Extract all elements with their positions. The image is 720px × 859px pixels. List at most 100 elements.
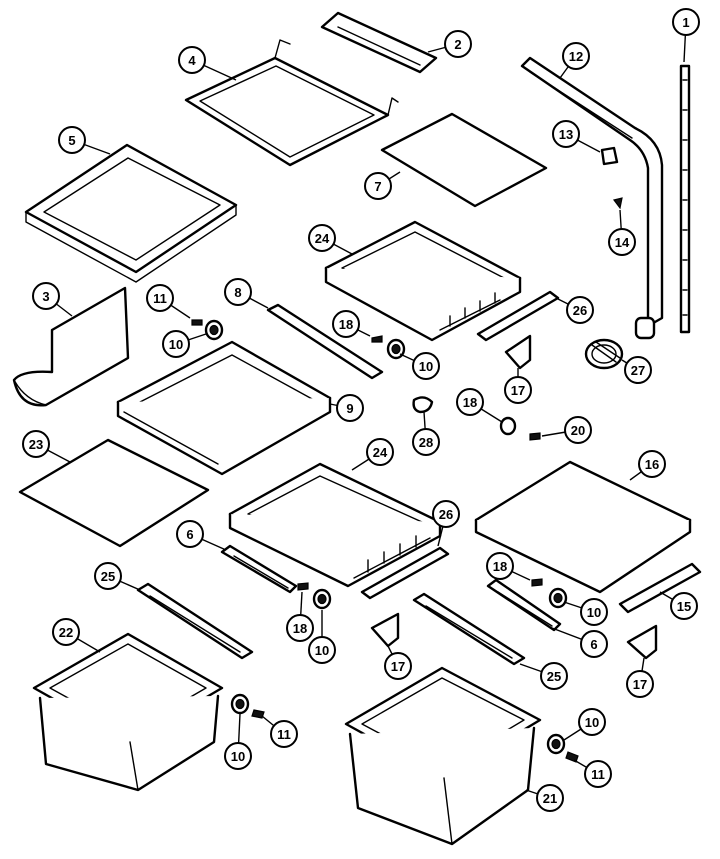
callout-circle — [336, 394, 364, 422]
part-18a — [371, 335, 383, 343]
callout-number: 10 — [585, 715, 599, 730]
part-1 — [679, 64, 691, 334]
part-17b — [370, 612, 400, 648]
callout-27: 27 — [621, 356, 652, 384]
callout-circle — [580, 630, 608, 658]
callout-24: 24 — [308, 224, 353, 255]
callout-12: 12 — [559, 42, 590, 79]
part-4 — [184, 39, 399, 167]
callout-circle — [384, 652, 412, 680]
callout-number: 18 — [293, 621, 307, 636]
callout-number: 25 — [547, 669, 561, 684]
callout-circle — [564, 416, 592, 444]
callout-circle — [536, 784, 564, 812]
callout-circle — [672, 8, 700, 36]
part-8 — [266, 303, 384, 380]
part-11b — [251, 709, 265, 719]
part-23 — [18, 438, 210, 548]
callout-circle — [366, 438, 394, 466]
callout-number: 26 — [573, 303, 587, 318]
callout-11: 11 — [261, 715, 298, 748]
callout-circle — [32, 282, 60, 310]
callout-number: 10 — [587, 605, 601, 620]
callout-circle — [52, 618, 80, 646]
callout-number: 20 — [571, 423, 585, 438]
part-10b — [386, 338, 406, 360]
callout-number: 14 — [615, 235, 630, 250]
callout-22: 22 — [52, 618, 101, 653]
callouts: 1234566789101010101010111111121314151617… — [22, 8, 700, 812]
callout-18: 18 — [456, 388, 503, 423]
callout-8: 8 — [224, 278, 269, 309]
callout-circle — [308, 224, 336, 252]
callout-2: 2 — [427, 30, 472, 58]
part-17a — [504, 334, 532, 370]
callout-circle — [552, 120, 580, 148]
part-10a — [204, 319, 224, 341]
part-2 — [320, 11, 438, 74]
callout-circle — [224, 742, 252, 770]
callout-23: 23 — [22, 430, 71, 463]
callout-circle — [162, 330, 190, 358]
callout-number: 11 — [277, 727, 291, 742]
callout-number: 9 — [346, 401, 353, 416]
callout-circle — [286, 614, 314, 642]
part-6b — [486, 578, 562, 632]
part-12 — [520, 56, 664, 340]
callout-circle — [412, 428, 440, 456]
part-13 — [600, 146, 619, 166]
callout-18: 18 — [486, 552, 531, 581]
callout-10: 10 — [224, 713, 252, 770]
callout-4: 4 — [178, 46, 237, 81]
callout-number: 28 — [419, 435, 433, 450]
part-10c — [312, 588, 332, 610]
callout-number: 21 — [543, 791, 557, 806]
part-27 — [584, 338, 624, 370]
callout-circle — [504, 376, 532, 404]
callout-circle — [608, 228, 636, 256]
callout-14: 14 — [608, 209, 636, 256]
callout-21: 21 — [525, 784, 564, 812]
callout-circle — [626, 670, 654, 698]
callout-circle — [624, 356, 652, 384]
callout-number: 17 — [633, 677, 647, 692]
callout-26: 26 — [432, 500, 460, 547]
callout-number: 6 — [186, 527, 193, 542]
callout-16: 16 — [629, 450, 666, 481]
callout-number: 27 — [631, 363, 645, 378]
callout-number: 11 — [153, 291, 167, 306]
part-5 — [24, 143, 238, 283]
part-25a — [136, 582, 254, 660]
callout-11: 11 — [146, 284, 191, 319]
callout-number: 1 — [682, 15, 689, 30]
part-18d — [531, 578, 543, 587]
part-9 — [116, 340, 332, 476]
part-17c — [626, 624, 658, 660]
callout-number: 15 — [677, 599, 691, 614]
callout-18: 18 — [286, 591, 314, 642]
callout-circle — [566, 296, 594, 324]
part-25b — [412, 592, 526, 666]
callout-circle — [584, 760, 612, 788]
callout-13: 13 — [552, 120, 601, 153]
part-21 — [344, 666, 542, 846]
callout-10: 10 — [563, 598, 608, 626]
callout-number: 23 — [29, 437, 43, 452]
callout-circle — [432, 500, 460, 528]
callout-number: 10 — [419, 359, 433, 374]
callout-circle — [580, 598, 608, 626]
callout-circle — [22, 430, 50, 458]
callout-number: 13 — [559, 127, 573, 142]
callout-circle — [224, 278, 252, 306]
callout-7: 7 — [364, 171, 401, 200]
callout-circle — [176, 520, 204, 548]
callout-number: 17 — [391, 659, 405, 674]
callout-number: 12 — [569, 49, 583, 64]
part-26b — [360, 546, 450, 600]
callout-6: 6 — [551, 627, 608, 658]
callout-18: 18 — [332, 310, 371, 338]
callout-number: 8 — [234, 285, 241, 300]
callout-1: 1 — [672, 8, 700, 63]
callout-number: 17 — [511, 383, 525, 398]
callout-25: 25 — [94, 562, 141, 591]
